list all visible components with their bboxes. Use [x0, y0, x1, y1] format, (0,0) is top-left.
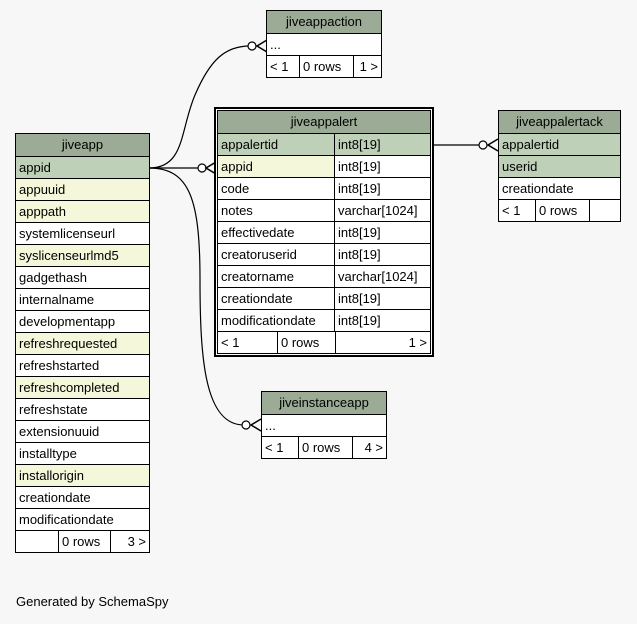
table-row: creationdate	[16, 486, 149, 508]
table-jiveappaction[interactable]: jiveappaction ... < 1 0 rows 1 >	[266, 10, 382, 78]
table-row: modificationdate	[16, 508, 149, 530]
table-footer: < 1 0 rows 1 >	[218, 331, 430, 353]
table-row: installorigin	[16, 464, 149, 486]
table-row: developmentapp	[16, 310, 149, 332]
table-row: ...	[262, 414, 386, 436]
table-row: refreshstate	[16, 398, 149, 420]
table-header: jiveapp	[16, 134, 149, 156]
table-row: extensionuuid	[16, 420, 149, 442]
table-header: jiveappaction	[267, 11, 381, 33]
edge-jiveapp-jiveinstanceapp	[148, 167, 245, 426]
table-row: refreshstarted	[16, 354, 149, 376]
table-header: jiveappalert	[218, 111, 430, 133]
table-footer: < 1 0 rows	[499, 199, 620, 221]
table-jiveapp[interactable]: jiveapp appid appuuid apppath systemlice…	[15, 133, 150, 553]
table-row: apppath	[16, 200, 149, 222]
table-footer: < 1 0 rows 4 >	[262, 436, 386, 458]
table-row: appalertid	[499, 133, 620, 155]
table-row: syslicenseurlmd5	[16, 244, 149, 266]
table-header: jiveappalertack	[499, 111, 620, 133]
table-row: refreshcompleted	[16, 376, 149, 398]
table-row: systemlicenseurl	[16, 222, 149, 244]
table-footer: 0 rows 3 >	[16, 530, 149, 552]
table-jiveappalertack[interactable]: jiveappalertack appalertid userid creati…	[498, 110, 621, 222]
table-row: installtype	[16, 442, 149, 464]
edge-jiveapp-jiveappaction	[148, 45, 251, 169]
table-row: refreshrequested	[16, 332, 149, 354]
table-footer: < 1 0 rows 1 >	[267, 55, 381, 77]
table-row: creationdate	[499, 177, 620, 199]
table-row: appuuid	[16, 178, 149, 200]
table-jiveinstanceapp[interactable]: jiveinstanceapp ... < 1 0 rows 4 >	[261, 391, 387, 459]
table-row: userid	[499, 155, 620, 177]
table-row: ...	[267, 33, 381, 55]
table-row: appid	[16, 156, 149, 178]
table-row: internalname	[16, 288, 149, 310]
table-header: jiveinstanceapp	[262, 392, 386, 414]
generated-by-caption: Generated by SchemaSpy	[16, 594, 169, 609]
table-row: gadgethash	[16, 266, 149, 288]
